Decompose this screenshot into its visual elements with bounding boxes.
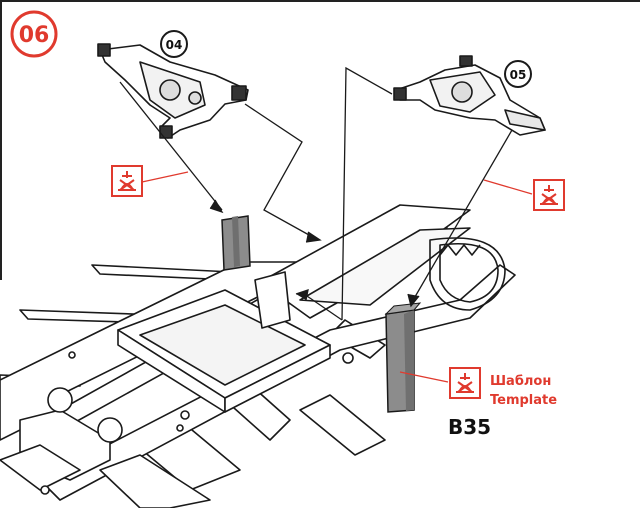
- template-part-label: B35: [448, 415, 491, 439]
- part-04-number: 04: [166, 38, 183, 52]
- part-04-label: 04: [160, 30, 188, 58]
- glue-warning-icon: [533, 179, 565, 211]
- template-note-en: Template: [490, 393, 557, 408]
- chassis-frame: [0, 204, 516, 508]
- part-04-arm: [97, 43, 249, 139]
- glue-leaders: [141, 171, 533, 383]
- step-badge: 06: [10, 10, 58, 58]
- frame-top-border: [0, 0, 640, 2]
- part-05-label: 05: [504, 60, 532, 88]
- glue-warning-icon: [111, 165, 143, 197]
- glue-warning-icon: [449, 367, 481, 399]
- frame-left-border: [0, 0, 2, 280]
- part-05-arm: [393, 55, 546, 136]
- assembly-leader-lines: [119, 66, 513, 321]
- step-number: 06: [19, 23, 50, 48]
- part-05-number: 05: [510, 68, 527, 82]
- template-piece-left: [221, 215, 251, 271]
- template-note-ru: Шаблон: [490, 374, 551, 389]
